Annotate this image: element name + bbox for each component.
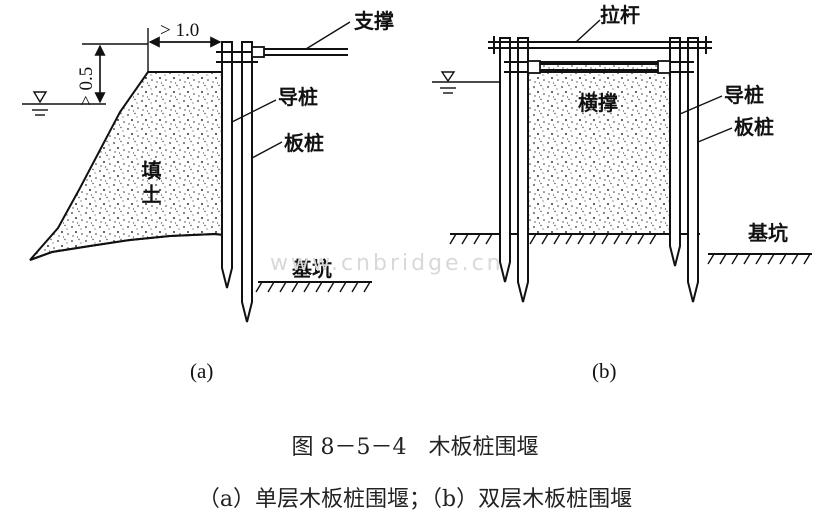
guide-pile-a	[221, 41, 233, 289]
water-level-icon-a	[22, 91, 106, 116]
fill-soil-b	[527, 63, 671, 235]
label-pit-a: 基坑	[292, 257, 332, 281]
label-fill-a: 填土	[138, 159, 162, 208]
pit-hatch-b	[707, 253, 811, 265]
ground-left-a	[29, 232, 233, 261]
label-sheet-pile-b: 板桩	[734, 115, 774, 139]
brace-clamp-a	[251, 46, 265, 58]
figure-caption-sub: （a）单层木板桩围堰；（b）双层木板桩围堰	[198, 487, 632, 512]
label-brace-a: 支撑	[354, 9, 394, 33]
diagram-b: 拉杆 横撑 导桩 板桩 基坑 (b)	[432, 3, 812, 383]
label-sheet-pile-a: 板桩	[284, 131, 324, 155]
watermark-text: www.cnbridge.cn	[270, 251, 504, 276]
dim-horizontal-label: > 1.0	[160, 20, 199, 41]
brace-clamp-b-left	[527, 60, 541, 74]
leader-sheet-b	[697, 127, 733, 143]
pit-hatch-a	[255, 281, 371, 293]
leader-guide-a	[231, 99, 277, 123]
fill-soil-a	[29, 71, 233, 261]
guide-pile-b-right	[669, 37, 681, 267]
label-guide-pile-b: 导桩	[724, 83, 764, 107]
sub-caption-b: (b)	[592, 359, 617, 383]
water-level-icon-b	[432, 71, 500, 94]
sheet-pile-b-left	[517, 37, 529, 303]
sheet-pile-a	[241, 41, 253, 323]
leader-sheet-a	[251, 141, 283, 159]
sheet-pile-b-right	[687, 37, 699, 303]
ground-hatch-left-b	[449, 233, 657, 245]
leader-guide-b	[679, 95, 723, 115]
diagram-a: > 1.0 > 0.5 支撑 导桩 板桩 填土 基坑 (a)	[22, 9, 394, 383]
label-guide-pile-a: 导桩	[278, 85, 318, 109]
brace-clamp-b-right	[657, 60, 671, 74]
leader-tie-rod-b	[575, 19, 601, 43]
sub-caption-a: (a)	[190, 359, 213, 383]
leader-brace-a	[305, 21, 351, 50]
label-pit-b: 基坑	[748, 221, 788, 245]
dim-vertical-label: > 0.5	[76, 67, 97, 106]
label-cross-brace-b: 横撑	[578, 91, 618, 115]
label-tie-rod-b: 拉杆	[600, 3, 640, 27]
figure-caption-title: 图 8－5－4 木板桩围堰	[292, 435, 539, 460]
guide-pile-b-left	[499, 37, 511, 283]
